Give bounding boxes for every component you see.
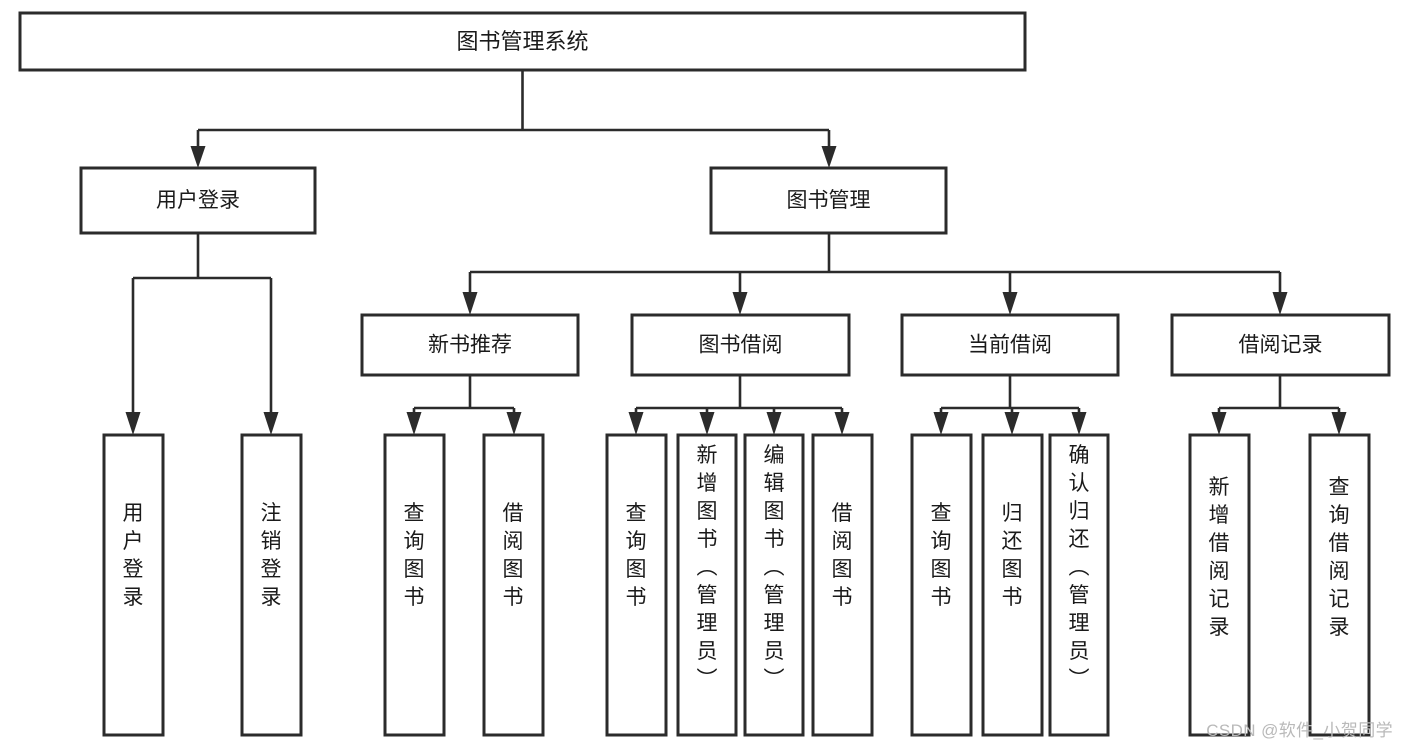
node-leaf-borrow-book-2[interactable]: 借阅图书 bbox=[811, 433, 874, 737]
node-leaf-logout-label: 注销登录 bbox=[261, 502, 282, 609]
node-leaf-query-record-box[interactable] bbox=[1308, 433, 1371, 737]
node-leaf-confirm-return-box[interactable] bbox=[1048, 433, 1110, 737]
node-leaf-confirm-return-label: 确认归还︵管理员︶ bbox=[1069, 444, 1090, 691]
node-leaf-query-book-2[interactable]: 查询图书 bbox=[605, 433, 668, 737]
node-leaf-logout[interactable]: 注销登录 bbox=[240, 433, 303, 737]
arrowhead-leaf-logout bbox=[263, 412, 279, 435]
node-leaf-return-book-label: 归还图书 bbox=[1002, 502, 1023, 609]
node-new-book-recommend-label: 新书推荐 bbox=[428, 334, 512, 357]
node-current-borrow[interactable]: 当前借阅 bbox=[900, 313, 1120, 377]
node-leaf-add-record-box[interactable] bbox=[1188, 433, 1251, 737]
arrowhead-current-borrow bbox=[1002, 292, 1018, 315]
node-leaf-add-record-label: 新增借阅记录 bbox=[1209, 476, 1230, 639]
arrowhead-new-book-recommend bbox=[462, 292, 478, 315]
arrowhead-leaf-edit-book bbox=[766, 412, 782, 435]
node-book-borrow-label: 图书借阅 bbox=[699, 334, 783, 357]
connector-group-borrow-record-to-leaves bbox=[1211, 375, 1347, 435]
node-leaf-query-book-1[interactable]: 查询图书 bbox=[383, 433, 446, 737]
node-current-borrow-label: 当前借阅 bbox=[968, 334, 1052, 357]
node-new-book-recommend-box[interactable] bbox=[360, 313, 580, 377]
node-leaf-query-book-3-label: 查询图书 bbox=[931, 502, 952, 609]
arrowhead-book-borrow bbox=[732, 292, 748, 315]
arrowhead-borrow-record bbox=[1272, 292, 1288, 315]
node-leaf-query-book-2-label: 查询图书 bbox=[626, 502, 647, 609]
connector-group-book-borrow-to-leaves bbox=[628, 375, 850, 435]
node-user-login[interactable]: 用户登录 bbox=[79, 166, 317, 235]
node-leaf-edit-book[interactable]: 编辑图书︵管理员︶ bbox=[743, 433, 805, 737]
arrowhead-leaf-user-login bbox=[125, 412, 141, 435]
csdn-watermark: CSDN @软件_小贺同学 bbox=[1206, 721, 1393, 740]
node-leaf-user-login-label: 用户登录 bbox=[123, 502, 144, 609]
node-leaf-return-book-box[interactable] bbox=[981, 433, 1044, 737]
node-borrow-record-box[interactable] bbox=[1170, 313, 1391, 377]
node-leaf-add-book[interactable]: 新增图书︵管理员︶ bbox=[676, 433, 738, 737]
arrowhead-user-login bbox=[190, 146, 206, 168]
arrowhead-leaf-query-book-1 bbox=[406, 412, 422, 435]
connector-group-root-to-level1 bbox=[190, 70, 837, 168]
node-borrow-record[interactable]: 借阅记录 bbox=[1170, 313, 1391, 377]
node-current-borrow-box[interactable] bbox=[900, 313, 1120, 377]
node-leaf-borrow-book-1-label: 借阅图书 bbox=[503, 502, 524, 609]
arrowhead-leaf-query-book-3 bbox=[933, 412, 949, 435]
node-book-borrow-box[interactable] bbox=[630, 313, 851, 377]
node-leaf-confirm-return[interactable]: 确认归还︵管理员︶ bbox=[1048, 433, 1110, 737]
connector-group-user-login-to-leaves bbox=[125, 233, 279, 435]
node-leaf-borrow-book-2-label: 借阅图书 bbox=[832, 502, 853, 609]
arrowhead-leaf-query-book-2 bbox=[628, 412, 644, 435]
arrowhead-book-manage bbox=[821, 146, 837, 168]
node-leaf-add-record[interactable]: 新增借阅记录 bbox=[1188, 433, 1251, 737]
node-leaf-add-book-label: 新增图书︵管理员︶ bbox=[697, 444, 718, 691]
node-user-login-label: 用户登录 bbox=[156, 189, 240, 212]
node-leaf-query-book-3[interactable]: 查询图书 bbox=[910, 433, 973, 737]
node-leaf-borrow-book-1[interactable]: 借阅图书 bbox=[482, 433, 545, 737]
arrowhead-leaf-borrow-book-1 bbox=[506, 412, 522, 435]
node-new-book-recommend[interactable]: 新书推荐 bbox=[360, 313, 580, 377]
node-book-borrow[interactable]: 图书借阅 bbox=[630, 313, 851, 377]
node-book-manage[interactable]: 图书管理 bbox=[709, 166, 948, 235]
node-leaf-query-book-2-box[interactable] bbox=[605, 433, 668, 737]
arrowhead-leaf-add-record bbox=[1211, 412, 1227, 435]
node-leaf-query-record[interactable]: 查询借阅记录 bbox=[1308, 433, 1371, 737]
arrowhead-leaf-add-book bbox=[699, 412, 715, 435]
node-leaf-borrow-book-2-box[interactable] bbox=[811, 433, 874, 737]
node-leaf-query-book-1-label: 查询图书 bbox=[404, 502, 425, 609]
arrowhead-leaf-query-record bbox=[1331, 412, 1347, 435]
node-leaf-edit-book-box[interactable] bbox=[743, 433, 805, 737]
node-leaf-borrow-book-1-box[interactable] bbox=[482, 433, 545, 737]
node-leaf-return-book[interactable]: 归还图书 bbox=[981, 433, 1044, 737]
node-leaf-user-login[interactable]: 用户登录 bbox=[102, 433, 165, 737]
node-book-manage-box[interactable] bbox=[709, 166, 948, 235]
connector-group-new-book-recommend-to-leaves bbox=[406, 375, 522, 435]
node-root-box[interactable] bbox=[18, 11, 1027, 72]
arrowhead-leaf-borrow-book-2 bbox=[834, 412, 850, 435]
node-leaf-add-book-box[interactable] bbox=[676, 433, 738, 737]
node-leaf-user-login-box[interactable] bbox=[102, 433, 165, 737]
connector-group-current-borrow-to-leaves bbox=[933, 375, 1087, 435]
node-root[interactable]: 图书管理系统 bbox=[18, 11, 1027, 72]
node-leaf-query-book-3-box[interactable] bbox=[910, 433, 973, 737]
node-root-label: 图书管理系统 bbox=[456, 29, 588, 54]
arrowhead-leaf-return-book bbox=[1004, 412, 1020, 435]
node-leaf-logout-box[interactable] bbox=[240, 433, 303, 737]
connector-group-book-manage-to-level2 bbox=[462, 233, 1288, 315]
node-user-login-box[interactable] bbox=[79, 166, 317, 235]
node-borrow-record-label: 借阅记录 bbox=[1239, 334, 1323, 357]
node-leaf-query-record-label: 查询借阅记录 bbox=[1329, 476, 1350, 639]
arrowhead-leaf-confirm-return bbox=[1071, 412, 1087, 435]
node-leaf-query-book-1-box[interactable] bbox=[383, 433, 446, 737]
node-book-manage-label: 图书管理 bbox=[787, 189, 871, 212]
node-leaf-edit-book-label: 编辑图书︵管理员︶ bbox=[764, 444, 785, 691]
